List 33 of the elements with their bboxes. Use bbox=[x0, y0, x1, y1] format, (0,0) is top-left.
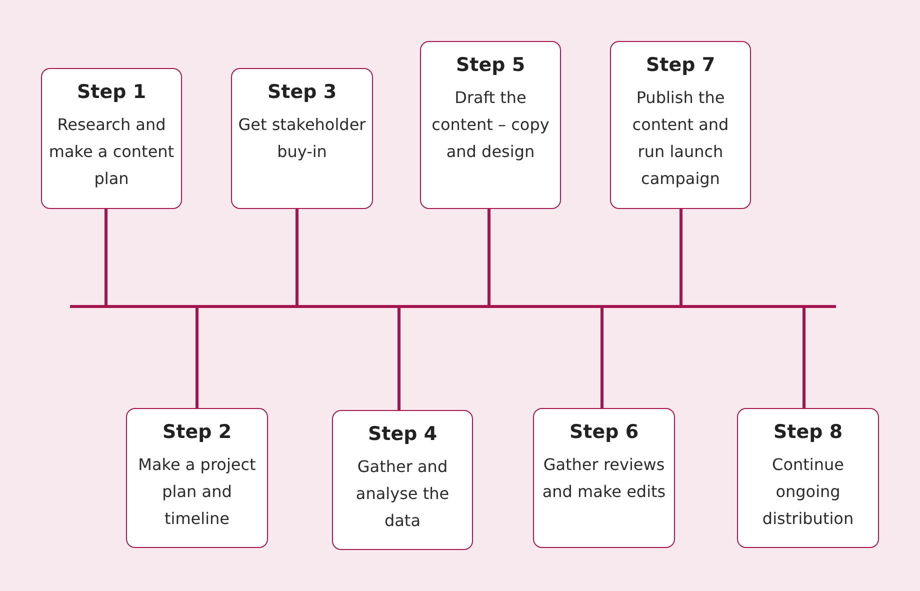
step-card bbox=[126, 408, 268, 548]
step-title: Step 7 bbox=[646, 54, 716, 76]
step-title: Step 8 bbox=[773, 421, 843, 443]
connector-line bbox=[296, 209, 298, 305]
step-card bbox=[231, 68, 373, 209]
timeline-bar bbox=[70, 305, 836, 308]
step-description: Make a project plan and timeline bbox=[137, 454, 257, 530]
step-description: Publish the content and run launch campaign bbox=[631, 87, 730, 190]
step-card bbox=[737, 408, 879, 548]
step-card bbox=[610, 41, 751, 209]
step-card bbox=[533, 408, 675, 548]
connector-line bbox=[104, 209, 108, 305]
connector-line bbox=[398, 308, 400, 410]
step-card bbox=[332, 410, 473, 550]
step-title: Step 3 bbox=[267, 81, 337, 103]
step-description: Continue ongoing distribution bbox=[761, 454, 855, 530]
step-title: Step 2 bbox=[162, 421, 232, 443]
connector-line bbox=[802, 308, 806, 408]
step-card bbox=[420, 41, 561, 209]
step-description: Research and make a content plan bbox=[48, 114, 175, 190]
step-title: Step 6 bbox=[569, 421, 639, 443]
step-description: Gather and analyse the data bbox=[354, 456, 450, 532]
connector-line bbox=[196, 308, 198, 408]
connector-line bbox=[488, 209, 490, 305]
connector-line bbox=[680, 209, 682, 305]
step-description: Gather reviews and make edits bbox=[541, 454, 667, 503]
step-card bbox=[41, 68, 182, 209]
step-description: Get stakeholder buy-in bbox=[238, 114, 366, 163]
step-description: Draft the content – copy and design bbox=[430, 87, 550, 163]
step-title: Step 5 bbox=[456, 54, 526, 76]
step-title: Step 4 bbox=[368, 423, 438, 445]
connector-line bbox=[600, 308, 604, 408]
step-title: Step 1 bbox=[76, 81, 146, 103]
